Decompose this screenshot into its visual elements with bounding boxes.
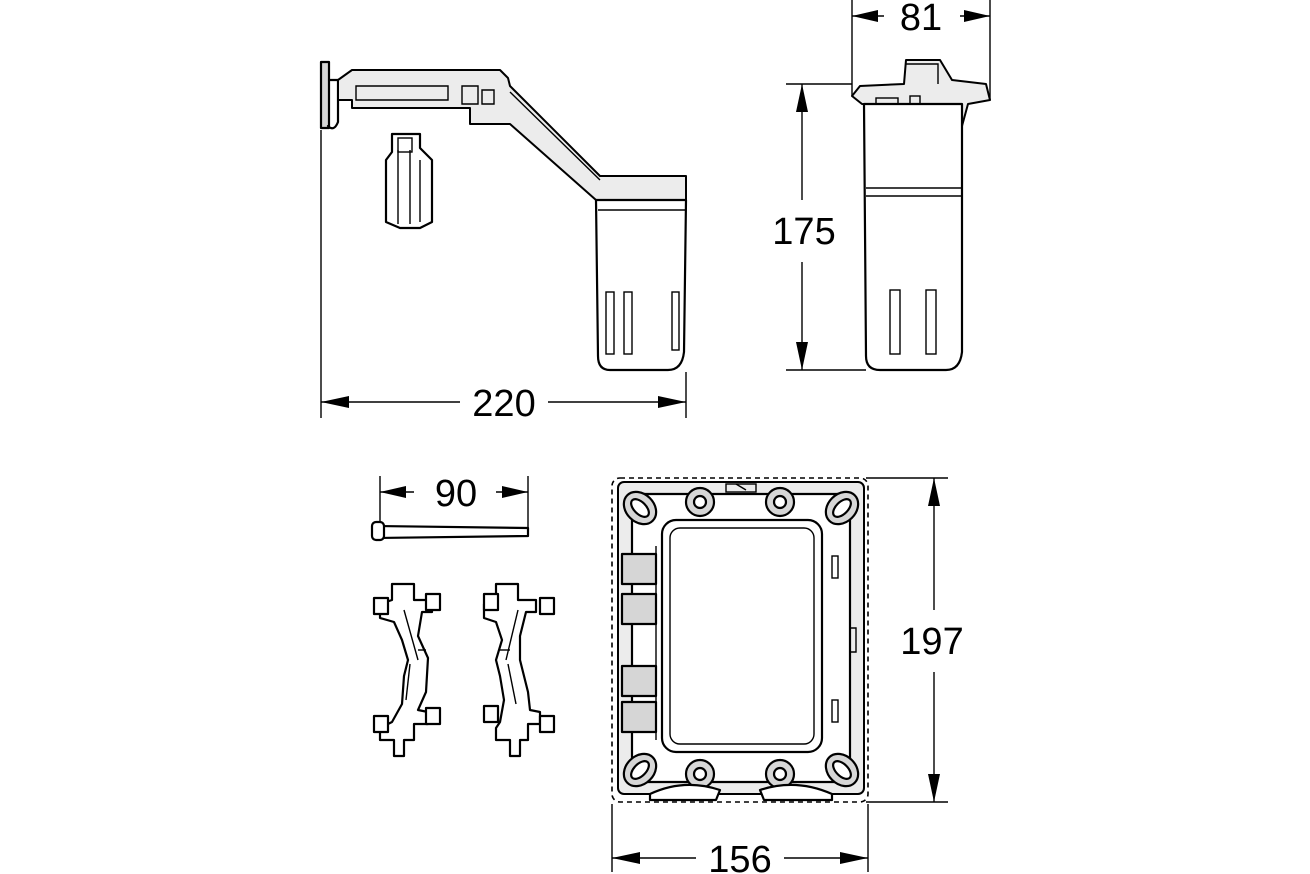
dimension-175: 175	[772, 83, 866, 371]
bracket-side-view	[319, 60, 688, 372]
rod-part: 90	[370, 473, 530, 542]
clip-left	[372, 582, 442, 758]
basket-front-view	[851, 59, 991, 372]
dim-label-81: 81	[900, 0, 942, 39]
dim-label-90: 90	[435, 473, 477, 515]
dimension-197: 197	[866, 477, 964, 803]
dim-label-220: 220	[472, 383, 535, 425]
dim-label-197: 197	[900, 621, 963, 663]
dimension-156: 156	[611, 804, 869, 874]
mounting-frame	[611, 477, 869, 803]
dimension-81: 81	[851, 0, 991, 100]
corner-slot	[622, 490, 860, 788]
dimension-220: 220	[320, 130, 687, 425]
clip-right	[482, 582, 556, 758]
dim-label-156: 156	[708, 839, 771, 874]
dim-label-175: 175	[772, 211, 835, 253]
